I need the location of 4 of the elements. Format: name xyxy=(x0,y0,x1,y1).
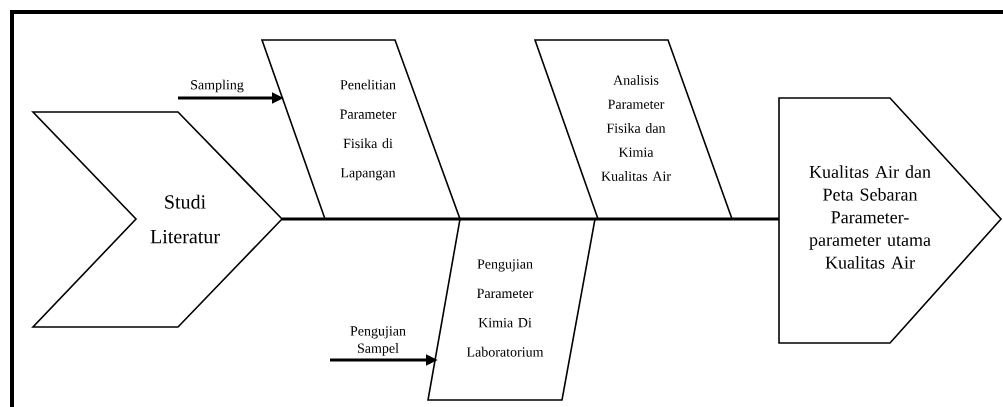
arrow-label-text: Pengujian Sampel xyxy=(350,326,406,356)
parallelogram-box: Pengujian Parameter Kimia Di Laboratorium xyxy=(427,218,596,401)
spine-line xyxy=(282,217,779,221)
arrow-label-text: Sampling xyxy=(191,79,244,93)
